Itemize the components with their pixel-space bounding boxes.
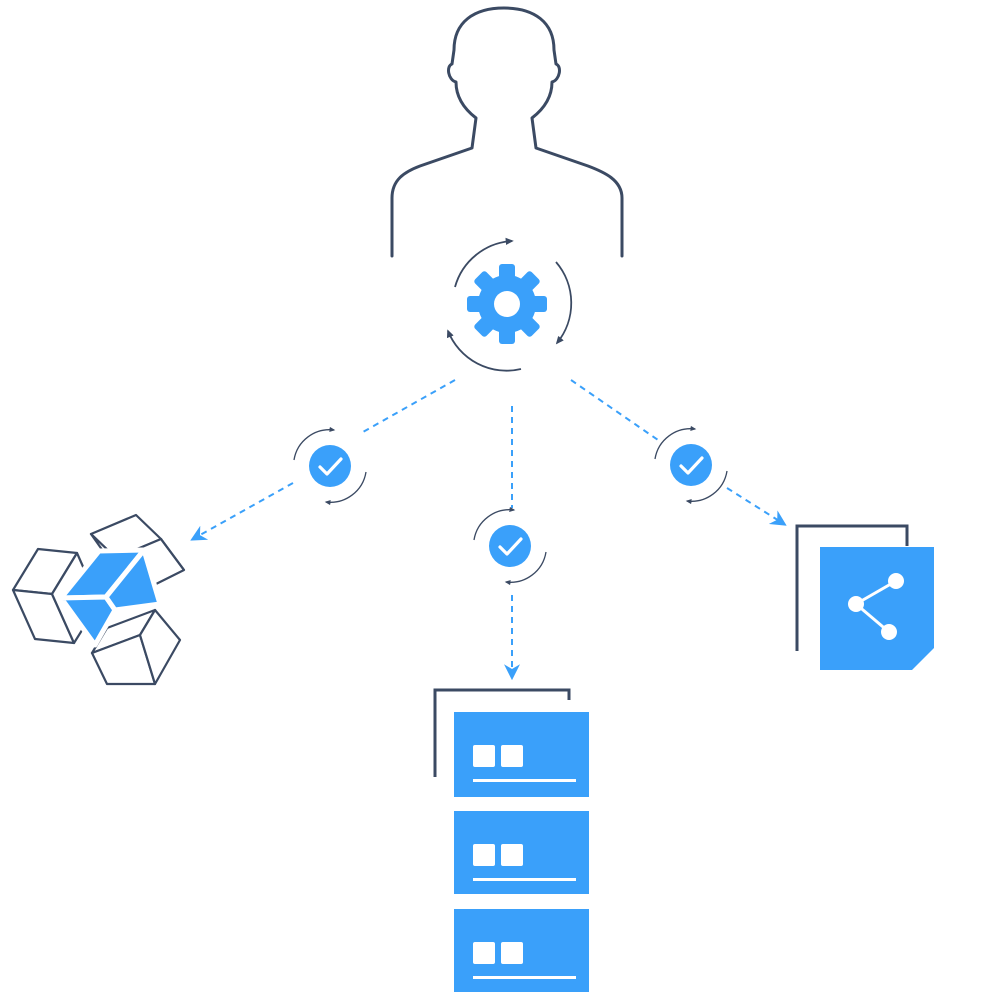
connector-left-lower — [190, 482, 294, 541]
card-item — [454, 811, 589, 894]
connectors — [190, 379, 787, 681]
share-icon — [848, 573, 904, 640]
cube-outline-bottom — [90, 608, 182, 686]
connector-right-lower — [726, 487, 787, 526]
process-hub — [446, 237, 573, 372]
document-front — [820, 547, 934, 670]
share-document-icon — [795, 524, 934, 670]
user-silhouette-icon — [390, 6, 624, 258]
checkmark-circle-icon — [473, 506, 547, 586]
card-stack-icon — [433, 688, 589, 992]
card-back-outline — [433, 688, 571, 777]
refresh-cycle-icon — [446, 237, 573, 372]
cube-accent-center — [58, 547, 163, 648]
card-item — [454, 909, 589, 992]
checkmark-circle-icon — [293, 426, 367, 506]
cubes-icon — [11, 513, 186, 686]
connector-left-upper — [362, 379, 456, 433]
gear-icon — [467, 264, 547, 344]
card-item — [454, 712, 589, 797]
connector-right-upper — [570, 379, 659, 441]
document-back-outline — [795, 524, 909, 651]
checkmark-circle-icon — [654, 425, 728, 505]
